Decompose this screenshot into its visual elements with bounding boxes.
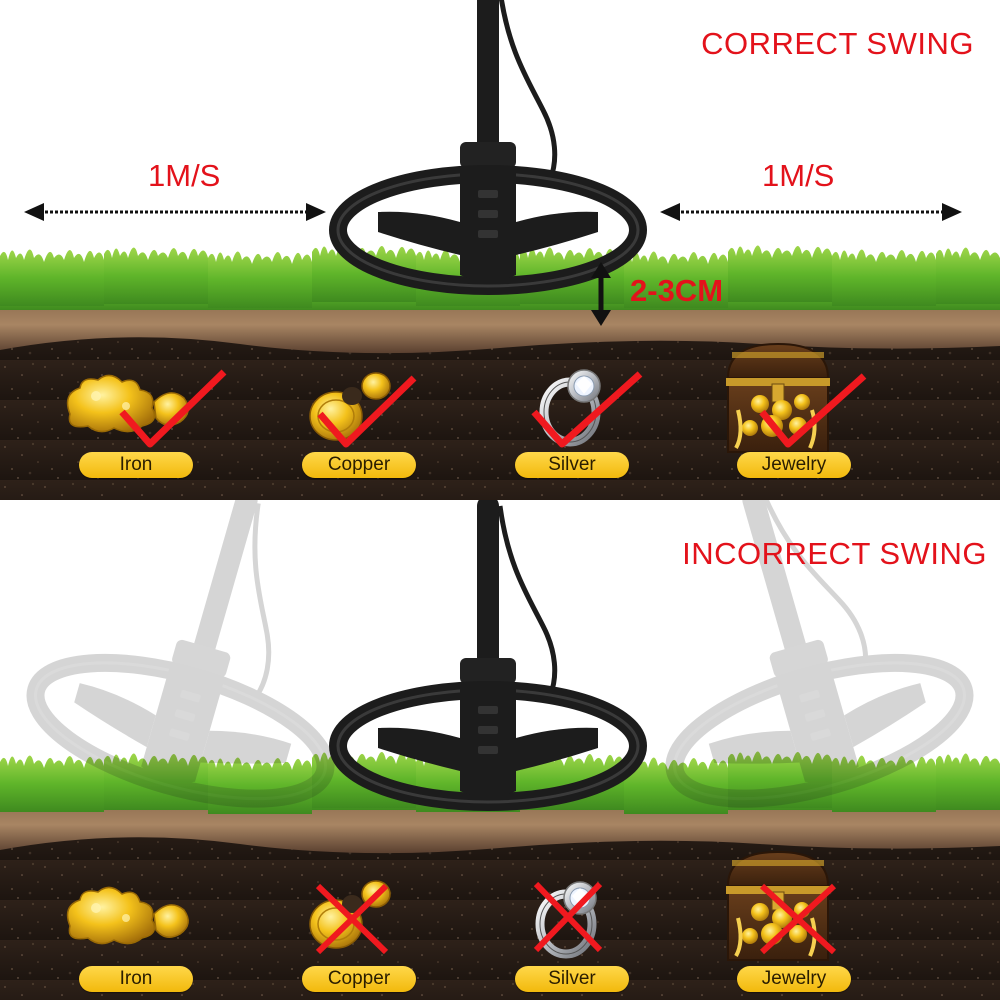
speed-label-right: 1M/S	[762, 158, 835, 193]
correct-swing-scene	[0, 0, 1000, 500]
item-label-jewelry: Jewelry	[737, 452, 851, 478]
item-label-iron: Iron	[79, 452, 193, 478]
incorrect-swing-title: INCORRECT SWING	[682, 536, 987, 571]
item-label-iron: Iron	[79, 966, 193, 992]
speed-label-left: 1M/S	[148, 158, 221, 193]
cross-icon	[759, 883, 837, 955]
item-label-silver: Silver	[515, 966, 629, 992]
item-label-jewelry: Jewelry	[737, 966, 851, 992]
cross-icon	[533, 881, 603, 953]
metal-detector-icon	[338, 0, 638, 286]
height-label: 2-3CM	[630, 273, 724, 308]
incorrect-swing-panel: INCORRECT SWING Iron Copper Silver Jewel…	[0, 500, 1000, 1000]
check-icon	[119, 369, 227, 448]
topsoil-band	[0, 296, 1000, 354]
correct-swing-panel: CORRECT SWING 1M/S 1M/S 2-3CM Iron Coppe…	[0, 0, 1000, 500]
item-label-copper: Copper	[302, 452, 416, 478]
height-arrow-icon	[591, 262, 611, 326]
check-icon	[531, 371, 643, 448]
item-label-copper: Copper	[302, 966, 416, 992]
incorrect-swing-scene	[0, 500, 1000, 1000]
check-icon	[317, 375, 417, 448]
correct-swing-title: CORRECT SWING	[701, 26, 974, 61]
double-arrow-icon	[24, 203, 326, 221]
check-icon	[759, 373, 867, 448]
cross-icon	[315, 883, 389, 955]
double-arrow-icon	[660, 203, 962, 221]
item-label-silver: Silver	[515, 452, 629, 478]
